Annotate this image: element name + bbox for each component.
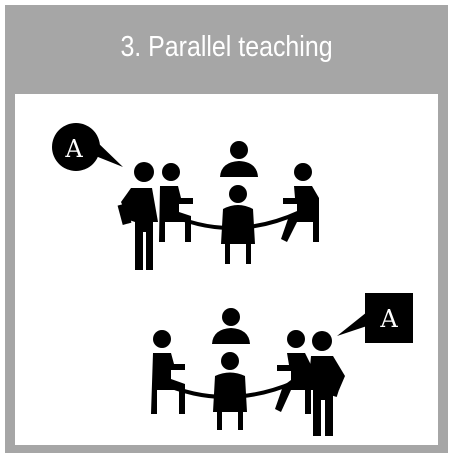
student-figure-icon	[151, 330, 185, 414]
speech-bubble-icon: A	[337, 293, 413, 343]
bubble-letter-bottom: A	[379, 305, 398, 333]
student-figure-icon	[275, 330, 311, 414]
speech-bubble-icon: A	[52, 123, 123, 171]
student-figure-icon	[220, 141, 258, 177]
student-figure-icon	[281, 163, 319, 242]
slide-frame: 3. Parallel teaching A	[5, 5, 448, 453]
teacher-figure-icon	[117, 162, 158, 270]
teacher-figure-icon	[308, 331, 345, 436]
slide-title: 3. Parallel teaching	[120, 31, 333, 63]
student-figure-icon	[221, 185, 255, 264]
student-figure-icon	[213, 352, 247, 430]
bubble-letter-top: A	[64, 135, 83, 163]
student-figure-icon	[159, 163, 193, 242]
student-figure-icon	[212, 308, 250, 344]
bottom-group: A	[151, 293, 413, 436]
parallel-teaching-illustration: A	[52, 123, 413, 436]
top-group: A	[52, 123, 319, 270]
illustration-panel: A	[15, 94, 438, 445]
